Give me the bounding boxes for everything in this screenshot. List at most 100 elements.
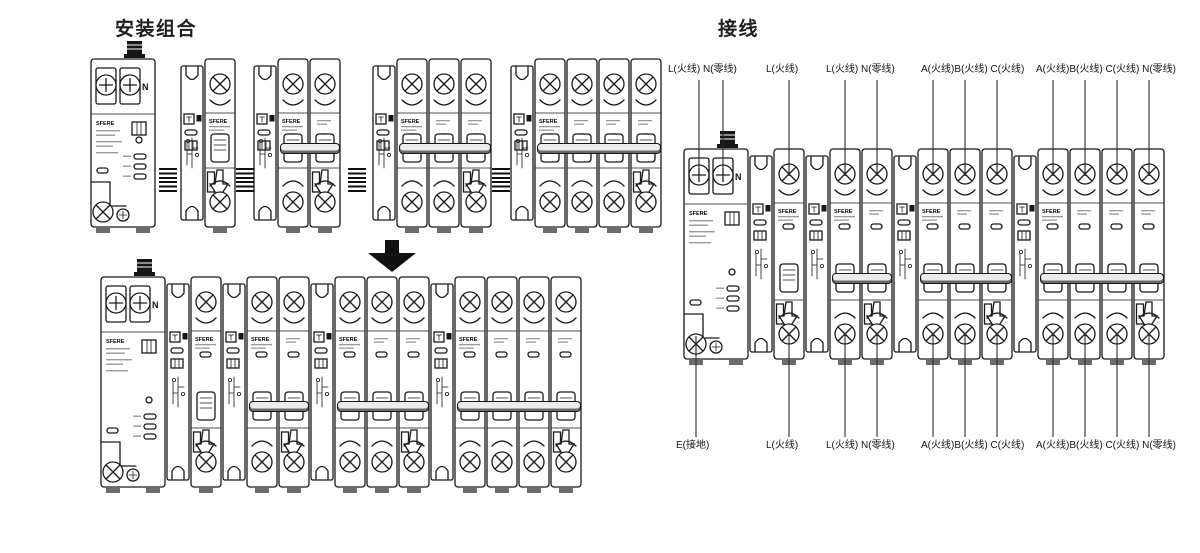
screw-icon — [339, 291, 361, 313]
mount-foot — [575, 227, 589, 233]
mount-foot — [343, 487, 357, 493]
screw-icon — [371, 451, 393, 473]
toggle-handle — [210, 133, 230, 163]
mount-foot — [559, 487, 573, 493]
circuit-symbol — [316, 376, 329, 408]
lock-icon — [765, 205, 771, 212]
aux-module — [430, 283, 454, 481]
aux-module — [253, 65, 277, 221]
screw-icon — [314, 191, 336, 213]
mount-foot — [199, 487, 213, 493]
led-indicators — [716, 285, 740, 312]
screw-icon — [339, 451, 361, 473]
din-arrow-icon — [1137, 301, 1159, 332]
screw-icon — [283, 451, 305, 473]
breaker-pole — [1069, 148, 1101, 365]
svg-text:SFERE: SFERE — [778, 209, 797, 215]
screw-icon — [571, 191, 593, 213]
screw-icon — [523, 451, 545, 473]
screw-icon — [555, 451, 577, 473]
config-switch-icon — [724, 211, 740, 226]
breaker-pole: SFERE — [246, 276, 278, 493]
mount-foot — [255, 487, 269, 493]
screw-icon — [209, 73, 231, 95]
lock-icon — [526, 115, 532, 122]
antenna-icon — [134, 259, 155, 276]
breaker-pole: SFERE — [829, 148, 861, 366]
mount-foot — [407, 487, 421, 493]
config-switch-icon — [141, 339, 157, 354]
handle-tie-bar — [832, 273, 892, 284]
din-arrow-icon — [985, 301, 1007, 332]
svg-text:SFERE: SFERE — [195, 337, 214, 343]
handle-tie-bar — [457, 401, 581, 412]
busbar-comb-icon — [236, 168, 254, 194]
screw-icon — [95, 74, 117, 96]
breaker-pole — [518, 276, 550, 494]
svg-text:SFERE: SFERE — [1042, 209, 1061, 215]
screw-icon — [195, 451, 217, 473]
screw-icon — [251, 291, 273, 313]
breaker-pole — [550, 276, 582, 494]
lock-icon — [196, 115, 202, 122]
breaker-pole — [949, 148, 981, 365]
handle-tie-bar — [1040, 273, 1164, 284]
mount-foot — [405, 227, 419, 233]
svg-text:SFERE: SFERE — [459, 337, 478, 343]
aux-module — [749, 148, 773, 366]
lock-icon — [269, 115, 275, 122]
lock-icon — [909, 205, 915, 212]
busbar-comb-icon — [348, 168, 366, 194]
breaker-pole: SFERE — [773, 148, 805, 366]
din-arrow-icon — [282, 429, 304, 460]
handle-tie-bar — [399, 143, 491, 154]
circuit-symbol — [811, 248, 824, 280]
breaker-pole — [949, 148, 981, 366]
circuit-symbol — [516, 137, 529, 169]
wire-label: A(火线)B(火线) C(火线) N(零线) — [1036, 64, 1176, 75]
breaker-pole: SFERE — [454, 276, 486, 494]
screw-icon — [433, 191, 455, 213]
t-port-icon — [808, 203, 820, 215]
lock-icon — [326, 333, 332, 340]
aux-module — [222, 283, 246, 481]
screw-icon — [465, 191, 487, 213]
breaker-pole — [398, 276, 430, 493]
din-arrow-icon — [313, 169, 335, 200]
busbar-comb-icon — [492, 168, 510, 194]
screw-icon — [603, 73, 625, 95]
screw-icon — [635, 73, 657, 95]
din-arrow-icon — [402, 429, 424, 460]
screw-icon — [459, 291, 481, 313]
screw-icon — [282, 73, 304, 95]
screw-icon — [209, 191, 231, 213]
screw-icon — [403, 291, 425, 313]
aux-module — [749, 155, 773, 353]
screw-icon — [283, 291, 305, 313]
din-arrow-icon — [194, 429, 216, 460]
aux-module — [310, 276, 334, 494]
aux-module — [166, 276, 190, 494]
aux-module — [180, 65, 204, 221]
svg-text:SFERE: SFERE — [106, 339, 125, 345]
breaker-pole — [398, 276, 430, 494]
circuit-symbol — [186, 137, 199, 169]
lock-icon — [388, 115, 394, 122]
aux-module — [805, 155, 829, 353]
lock-icon — [182, 333, 188, 340]
t-port-icon — [169, 331, 181, 343]
handle-tie-bar — [280, 143, 340, 154]
screw-icon — [491, 291, 513, 313]
aux-module — [1013, 155, 1037, 353]
led-indicators — [133, 413, 157, 440]
din-arrow-icon — [777, 301, 799, 332]
din-arrow-icon — [208, 169, 230, 200]
svg-text:SFERE: SFERE — [834, 209, 853, 215]
screw-icon — [251, 451, 273, 473]
screw-icon — [403, 451, 425, 473]
screw-icon — [571, 73, 593, 95]
aux-module — [893, 148, 917, 366]
t-port-icon — [183, 113, 195, 125]
wiring-title: 接线 — [718, 19, 760, 40]
